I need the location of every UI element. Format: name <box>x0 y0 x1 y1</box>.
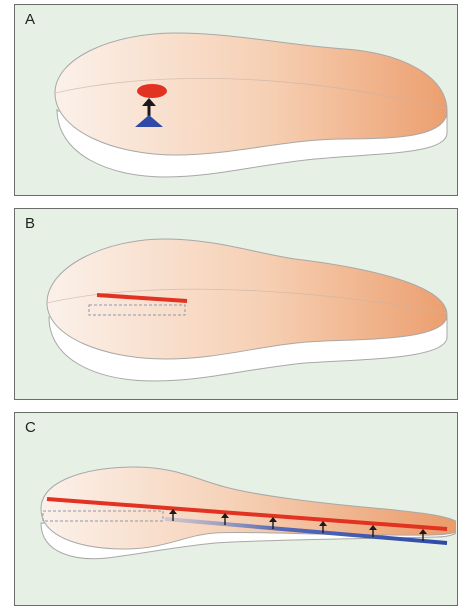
panel-b: B <box>14 208 458 400</box>
embryo-diagram-c <box>15 413 456 604</box>
red-ellipse-icon <box>137 84 167 98</box>
embryo-diagram-a <box>15 5 456 194</box>
embryo-upper-layer <box>55 33 447 155</box>
panel-a: A <box>14 4 458 196</box>
panel-c: C <box>14 412 458 606</box>
embryo-diagram-b <box>15 209 456 398</box>
